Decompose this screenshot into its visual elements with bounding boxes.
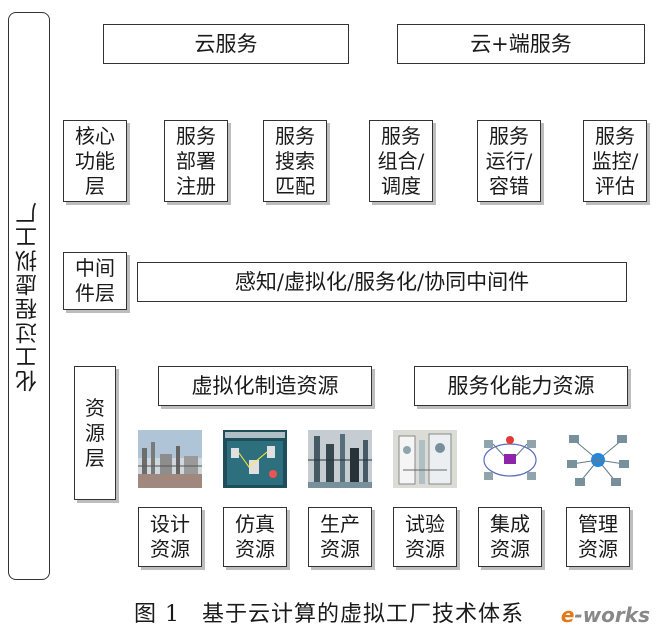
figure-number: 图 1: [134, 602, 180, 627]
cloud-service-label: 云服务: [195, 31, 258, 57]
service-deploy-label: 服务部署注册: [169, 124, 223, 199]
simulation-resource-label: 仿真资源: [228, 512, 282, 562]
virtual-manufacturing-box: 虚拟化制造资源: [158, 366, 372, 406]
lab-equipment: [393, 430, 457, 488]
design-resource-label: 设计资源: [143, 512, 197, 562]
plant-photo: [138, 430, 202, 488]
resource-layer-label-box: 资源层: [74, 366, 116, 500]
cloud-edge-service-box: 云+端服务: [397, 24, 645, 64]
test-resource-label: 试验资源: [398, 512, 452, 562]
figure-caption: 图 1 基于云计算的虚拟工厂技术体系: [0, 596, 658, 630]
service-capability-label: 服务化能力资源: [448, 373, 595, 399]
service-compose-label: 服务组合/调度: [374, 124, 428, 199]
service-monitor-label: 服务监控/评估: [588, 124, 642, 199]
resource-layer-label: 资源层: [83, 396, 107, 471]
service-compose-box: 服务组合/调度: [369, 120, 433, 202]
design-resource-box: 设计资源: [138, 507, 202, 567]
middleware-label-box: 中间件层: [63, 252, 127, 310]
integration-network: [478, 430, 542, 488]
production-resource-box: 生产资源: [308, 507, 372, 567]
management-network: [566, 430, 630, 488]
logo-prefix: e: [561, 603, 575, 627]
figure-title: 基于云计算的虚拟工厂技术体系: [202, 602, 524, 627]
logo-rest: -works: [574, 603, 650, 627]
side-title-box: 化工过程虚拟工厂: [8, 12, 50, 580]
management-resource-box: 管理资源: [566, 507, 630, 567]
cloud-service-box: 云服务: [103, 24, 349, 64]
simulation-screen: [223, 430, 287, 488]
core-layer-label-box: 核心功能层: [63, 120, 127, 202]
service-deploy-box: 服务部署注册: [164, 120, 228, 202]
middleware-content: 感知/虚拟化/服务化/协同中间件: [235, 269, 529, 295]
core-layer-label: 核心功能层: [68, 124, 122, 199]
simulation-resource-box: 仿真资源: [223, 507, 287, 567]
service-run-label: 服务运行/容错: [482, 124, 536, 199]
service-run-box: 服务运行/容错: [477, 120, 541, 202]
virtual-manufacturing-label: 虚拟化制造资源: [192, 373, 339, 399]
integration-resource-label: 集成资源: [483, 512, 537, 562]
management-resource-label: 管理资源: [571, 512, 625, 562]
service-search-label: 服务搜索匹配: [268, 124, 322, 199]
production-towers: [308, 430, 372, 488]
test-resource-box: 试验资源: [393, 507, 457, 567]
side-title: 化工过程虚拟工厂: [15, 200, 43, 392]
integration-resource-box: 集成资源: [478, 507, 542, 567]
production-resource-label: 生产资源: [313, 512, 367, 562]
service-capability-box: 服务化能力资源: [414, 366, 628, 406]
cloud-edge-service-label: 云+端服务: [470, 31, 572, 57]
service-monitor-box: 服务监控/评估: [583, 120, 647, 202]
middleware-content-box: 感知/虚拟化/服务化/协同中间件: [137, 262, 627, 302]
service-search-box: 服务搜索匹配: [263, 120, 327, 202]
eworks-logo: e-works: [561, 603, 650, 627]
middleware-label: 中间件层: [68, 256, 122, 306]
